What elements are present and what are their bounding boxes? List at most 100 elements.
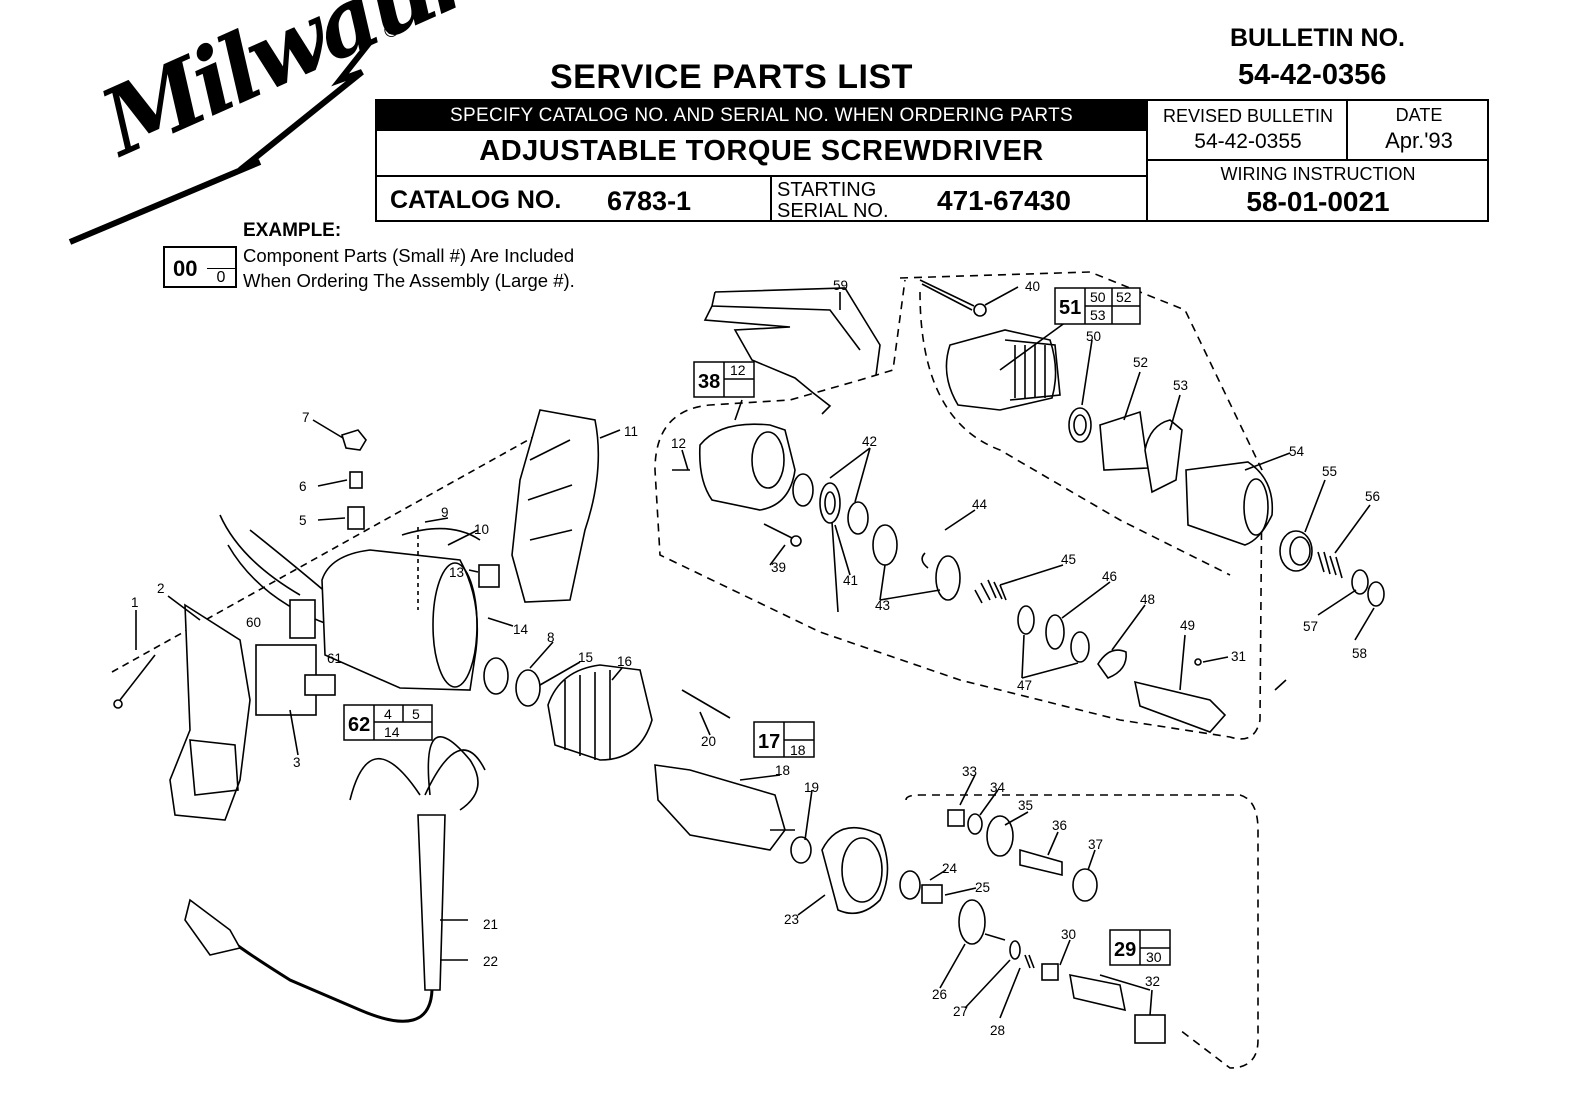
part-label-9: 9 [441,505,449,520]
part-2-handle [169,603,251,821]
assembly-51-component: 50 [1090,289,1106,305]
part-1-screw-head [113,699,123,709]
part-8-bearing [483,657,509,695]
part-label-33: 33 [962,764,977,779]
assembly-29-component: 30 [1146,949,1162,965]
part-45-spring [974,579,1007,604]
header-divider [1146,99,1148,222]
part-52-sleeve [1099,410,1149,471]
lightning-bolt-icon [68,40,373,245]
part-11-handle-half [511,409,600,603]
part-13-terminal-block [478,564,500,588]
header-divider [1148,159,1488,161]
part-label-59: 59 [833,278,848,293]
part-label-11: 11 [624,424,638,439]
part-37-bearing [1072,868,1098,902]
ordering-instruction: SPECIFY CATALOG NO. AND SERIAL NO. WHEN … [377,101,1146,131]
header-divider [770,175,772,222]
part-57-washer [1351,569,1369,595]
part-label-36: 36 [1052,818,1067,833]
part-23-gear-plate [821,826,889,915]
part-label-7: 7 [302,410,310,425]
assembly-17-component: 18 [790,742,806,758]
part-46-thrust-bearing [1045,614,1065,650]
date-value: Apr.'93 [1385,128,1453,153]
part-49-spindle [1133,680,1227,733]
part-label-44: 44 [972,497,988,512]
part-50-washer-hole [1073,414,1087,436]
page-title: SERVICE PARTS LIST [550,58,913,96]
header-divider [1346,99,1348,160]
part-label-37: 37 [1088,837,1103,852]
part-label-27: 27 [953,1004,968,1019]
part-label-56: 56 [1365,489,1380,504]
part-label-3: 3 [293,755,301,770]
date-label: DATE [1395,105,1443,125]
part-56-spring [1317,551,1343,579]
part-23-gear-plate-face [841,837,883,903]
part-label-50: 50 [1086,329,1101,344]
part-16-field [547,664,653,761]
part-15-bearing [515,669,541,707]
part-38-gear-case [698,423,796,511]
part-label-14: 14 [513,622,529,637]
part-20-screw [681,689,731,719]
part-55-sleeve [1279,530,1313,572]
part-label-41: 41 [843,573,858,588]
part-label-48: 48 [1140,592,1155,607]
part-7-brush-holder [341,429,367,451]
part-24-bearing [899,870,921,900]
part-38-gear-case-hub [751,431,785,489]
gear-group-outline [905,794,1259,1069]
example-text: Component Parts (Small #) Are Included W… [243,243,575,293]
part-53-spring-clip [1144,419,1183,494]
part-label-30: 30 [1061,927,1076,942]
part-61-component [289,599,316,639]
part-1-screw [119,654,156,701]
part-label-34: 34 [990,780,1006,795]
cord-wires [349,736,486,811]
assembly-62-component: 5 [412,706,420,722]
example-small-number: 0 [207,268,235,287]
part-44-retaining-ring [921,552,929,569]
header-table [375,99,1489,222]
part-label-52: 52 [1133,355,1148,370]
part-27-washer [1009,940,1021,960]
part-39-screw-head [790,535,802,547]
catalog-number: 6783-1 [607,186,692,216]
part-label-39: 39 [771,560,786,575]
part-label-49: 49 [1180,618,1195,633]
part-label-57: 57 [1303,619,1318,634]
part-label-24: 24 [942,861,958,876]
assembly-51-number: 51 [1059,297,1081,319]
catalog-label: CATALOG NO. [390,186,562,214]
part-50-washer [1068,407,1092,443]
part-label-32: 32 [1145,974,1160,989]
example-assembly-box: 00 0 [163,246,237,288]
part-label-6: 6 [299,479,307,494]
part-54-collar-opening [1243,478,1269,536]
assembly-62-component: 4 [384,706,392,722]
assembly-38-number: 38 [698,371,720,393]
part-label-1: 1 [131,595,139,610]
part-label-15: 15 [578,650,593,665]
part-51-thread-lines [1014,345,1046,398]
serial-label: SERIAL NO. [777,200,889,222]
assembly-17-number: 17 [758,731,780,753]
registered-mark: ® [384,20,399,42]
part-label-5: 5 [299,513,307,528]
part-28-spring [1024,954,1035,969]
wiring-instruction-label: WIRING INSTRUCTION [1220,164,1416,184]
part-label-47: 47 [1017,678,1032,693]
part-label-20: 20 [701,734,716,749]
revised-bulletin-label: REVISED BULLETIN [1162,106,1334,126]
part-11-handle-ribs [527,439,573,541]
starting-label: STARTING [777,179,877,201]
part-label-60: 60 [246,615,261,630]
part-label-58: 58 [1352,646,1367,661]
part-39-screw [763,523,793,539]
part-36-pinion [1019,848,1063,877]
example-line-1: Component Parts (Small #) Are Included [243,245,575,266]
part-62-housing-opening [432,562,478,688]
